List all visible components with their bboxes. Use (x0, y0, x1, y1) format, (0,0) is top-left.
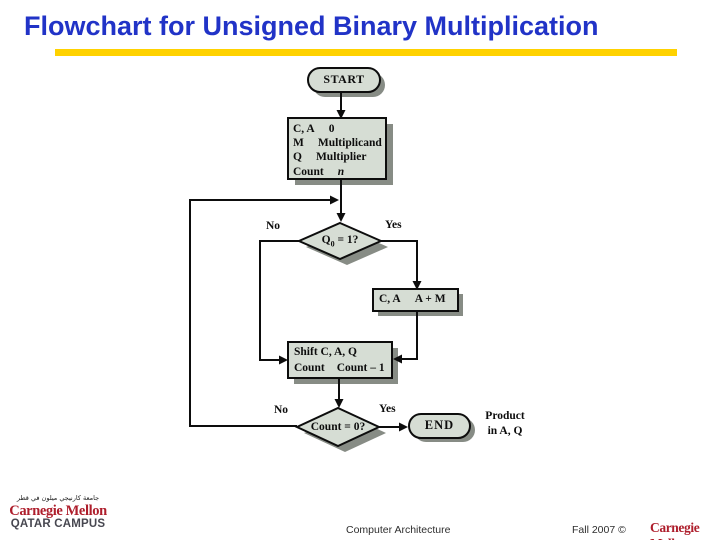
decision2-diamond (294, 406, 382, 448)
title-underline-bar (55, 49, 677, 56)
cmu-qatar-arabic-text: جامعة كارنيجي ميلون في قطر (16, 494, 100, 502)
add-process-box (372, 288, 459, 312)
decision1-no-label: No (266, 220, 281, 232)
qatar-campus-text: QATAR CAMPUS (10, 518, 106, 530)
footer-term: Fall 2007 © (572, 524, 626, 536)
connector-no-branch (259, 240, 299, 361)
init-row: C, A 0 (293, 123, 335, 135)
init-process-box (287, 117, 387, 180)
add-box-text: C, A A + M (379, 293, 446, 305)
flow-connectors (189, 92, 418, 428)
decision1-yes-label: Yes (385, 219, 402, 231)
cmu-wordmark-right: Carnegie Mellon (650, 520, 700, 540)
connector-add-to-shift (400, 311, 418, 360)
decision2-no-label: No (274, 404, 289, 416)
decision2-yes-label: Yes (379, 403, 396, 415)
cmu-wordmark-left: Carnegie Mellon (9, 502, 107, 519)
shift-box-text: Shift C, A, Q Count Count – 1 (294, 346, 385, 374)
end-terminator (408, 413, 471, 439)
connector-yes-branch (381, 240, 418, 284)
connector-loop-back (189, 199, 330, 427)
footer-course-name: Computer Architecture (346, 524, 451, 536)
end-label: END (424, 418, 455, 433)
start-label: START (323, 72, 365, 87)
arrowheads (279, 110, 422, 432)
init-row: M Multiplicand (293, 137, 382, 150)
start-terminator (307, 67, 381, 93)
page-title: Flowchart for Unsigned Binary Multiplica… (24, 11, 599, 41)
cmu-qatar-logo: جامعة كارنيجي ميلون في قطر Carnegie Mell… (5, 495, 111, 531)
decision2-label: Count = 0? (310, 421, 366, 433)
decision1-diamond (296, 221, 384, 261)
init-row: Q Multiplier (293, 151, 367, 164)
init-box-text: C, A 0 M Multiplicand Q Multiplier Count… (293, 122, 385, 179)
product-annotation: Product in A, Q (485, 410, 525, 437)
init-row: Count n (293, 165, 345, 178)
decision1-label: Q0 = 1? (321, 234, 359, 249)
shift-process-box (287, 341, 393, 379)
